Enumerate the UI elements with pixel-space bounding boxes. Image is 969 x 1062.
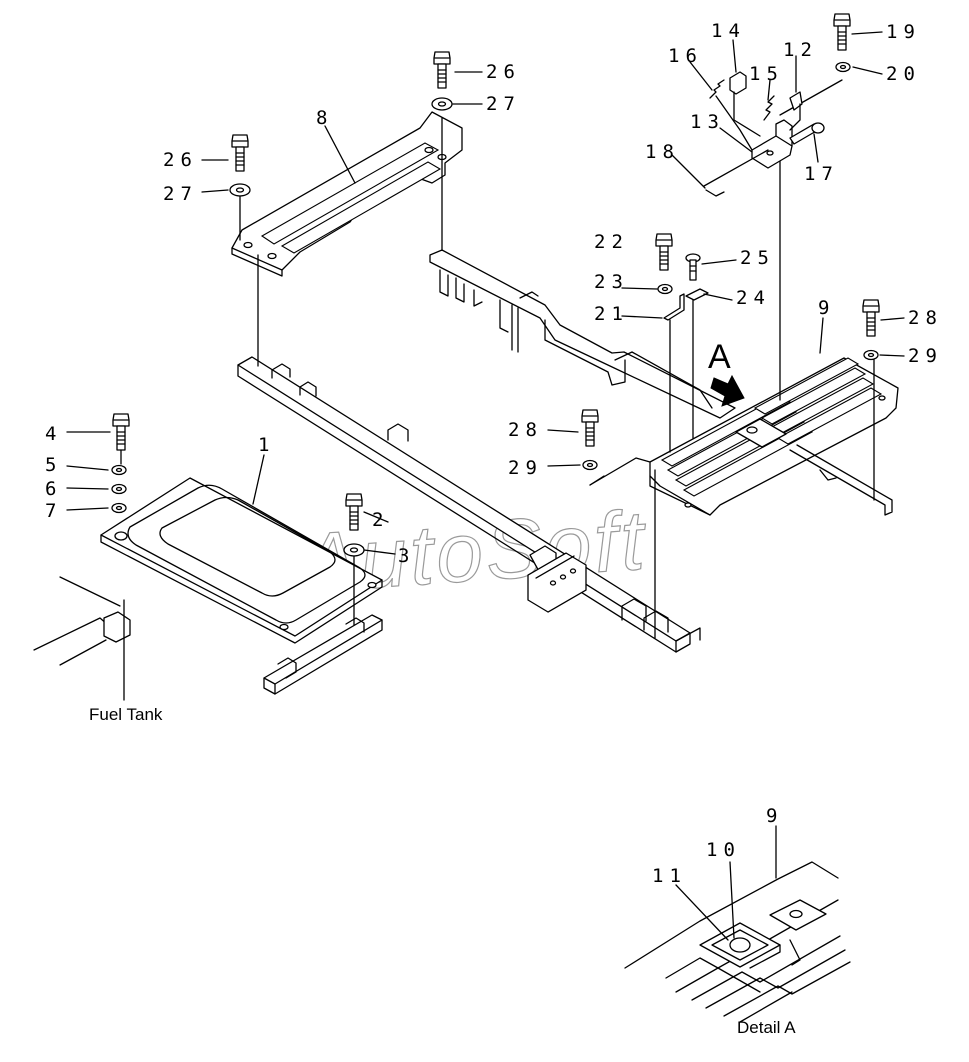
fuel-tank-caption: Fuel Tank: [89, 705, 163, 724]
washer-part-6: [111, 483, 127, 495]
callout-27-upper: 27: [486, 93, 521, 115]
bracket-part-8: [231, 111, 463, 277]
callout-23: 23: [594, 271, 629, 293]
hook-part-14: [729, 71, 747, 95]
callout-28-left: 28: [508, 419, 543, 441]
callout-22: 22: [594, 231, 629, 253]
bolt-part-26-upper: [433, 51, 451, 89]
view-arrow: [710, 374, 745, 407]
callout-10: 10: [706, 839, 741, 861]
bolt-part-28-right: [862, 299, 880, 337]
callout-19: 19: [886, 21, 921, 43]
callout-17: 17: [804, 163, 839, 185]
mid-bracket: [429, 249, 736, 419]
callout-28-right: 28: [908, 307, 943, 329]
callout-3: 3: [398, 545, 415, 567]
callout-9: 9: [818, 297, 835, 319]
callout-16: 16: [668, 45, 703, 67]
leader-lines: [66, 31, 905, 941]
callout-24: 24: [736, 287, 771, 309]
callout-8: 8: [316, 107, 333, 129]
screw-part-25: [685, 253, 701, 281]
bolt-part-4: [112, 413, 130, 451]
bolt-part-22: [655, 233, 673, 271]
callout-numbers: 4 5 6 7 1 2 3 8 26 27 26 27 14 16 12 15 …: [45, 20, 943, 887]
washer-part-20: [835, 61, 851, 73]
spring-part-15: [763, 95, 775, 121]
callout-12: 12: [783, 39, 818, 61]
callout-29-left: 29: [508, 457, 543, 479]
bolt-part-19: [833, 13, 851, 51]
callout-14: 14: [711, 20, 746, 42]
bolt-part-26-left: [231, 134, 249, 172]
clip-part-12: [789, 91, 803, 111]
callout-11: 11: [652, 865, 687, 887]
callout-1: 1: [258, 434, 275, 456]
washer-part-27-left: [229, 183, 251, 197]
grate-panel-part-9: [649, 357, 899, 516]
cover-plate-part-1: [100, 477, 383, 644]
pin-part-17: [789, 122, 825, 145]
callout-25: 25: [740, 247, 775, 269]
callout-26-left: 26: [163, 149, 198, 171]
callout-9-detail: 9: [766, 805, 783, 827]
callout-7: 7: [45, 500, 62, 522]
clip-part-21: [663, 293, 685, 321]
washer-part-29-left: [582, 459, 598, 471]
plate-part-24: [685, 288, 709, 301]
washer-part-5: [111, 464, 127, 476]
callout-29-right: 29: [908, 345, 943, 367]
callout-26-upper: 26: [486, 61, 521, 83]
frame-rail: [237, 356, 701, 653]
washer-part-7: [111, 502, 127, 514]
callout-15: 15: [749, 63, 784, 85]
callout-6: 6: [45, 478, 62, 500]
callout-27-left: 27: [163, 183, 198, 205]
callout-5: 5: [45, 454, 62, 476]
detail-a-caption: Detail A: [737, 1018, 796, 1037]
callout-2: 2: [372, 509, 389, 531]
latch-body-part-13: [751, 119, 793, 169]
cover-bracket: [263, 614, 383, 695]
washer-part-27-upper: [431, 97, 453, 111]
fuel-tank: [33, 576, 131, 701]
washer-part-23: [657, 283, 673, 295]
callout-18: 18: [645, 141, 680, 163]
rod-part-18: [703, 149, 769, 197]
callout-20: 20: [886, 63, 921, 85]
washer-part-29-right: [863, 349, 879, 361]
callout-4: 4: [45, 423, 62, 445]
callout-13: 13: [690, 111, 725, 133]
view-marker-a: A: [708, 338, 731, 376]
washer-part-3: [343, 543, 365, 557]
bolt-part-28-left: [581, 409, 599, 447]
spring-part-16: [709, 79, 725, 99]
callout-21: 21: [594, 303, 629, 325]
